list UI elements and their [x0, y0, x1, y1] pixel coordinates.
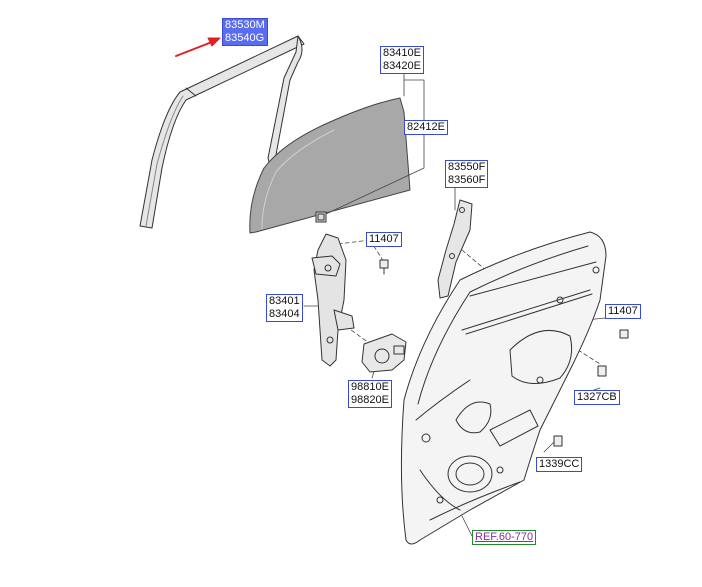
callout-sash-line2: 83560F	[448, 174, 486, 186]
callout-regulator-line1: 83401	[269, 295, 300, 307]
window-glass	[249, 97, 411, 234]
callout-run-channel-line2: 83540G	[225, 32, 265, 44]
callout-bolt-a-line: 11407	[369, 233, 399, 245]
door-inner-panel	[400, 231, 607, 545]
callout-glass[interactable]: 83410E 83420E	[380, 46, 424, 74]
regulator-motor	[361, 333, 407, 373]
callout-bolt-a[interactable]: 11407	[366, 232, 402, 247]
door-run-channel	[139, 35, 305, 229]
bolt-upper	[379, 259, 389, 275]
callout-bolt-b-line: 11407	[608, 305, 638, 317]
callout-glass-line1: 83410E	[383, 47, 421, 59]
callout-reference-line: REF.60-770	[475, 531, 534, 543]
callout-regulator[interactable]: 83401 83404	[266, 294, 303, 322]
callout-bolt-b[interactable]: 11407	[605, 304, 641, 319]
clip-lower	[553, 435, 563, 447]
callout-regulator-line2: 83404	[269, 308, 300, 320]
callout-clip-b-line: 1339CC	[539, 458, 580, 470]
callout-run-channel[interactable]: 83530M 83540G	[222, 18, 268, 46]
callout-clip-a-line: 1327CB	[577, 391, 617, 403]
callout-reference-link[interactable]: REF.60-770	[472, 530, 537, 545]
callout-clip-a[interactable]: 1327CB	[574, 390, 620, 405]
callout-glass-line2: 83420E	[383, 60, 421, 72]
callout-clip-b[interactable]: 1339CC	[536, 457, 583, 472]
window-regulator	[311, 233, 355, 367]
callout-run-channel-line1: 83530M	[225, 19, 265, 31]
callout-motor-line2: 98820E	[351, 394, 389, 406]
bolt-right	[619, 329, 629, 339]
highlight-arrow-icon	[175, 37, 221, 57]
callout-motor[interactable]: 98810E 98820E	[348, 380, 392, 408]
callout-sash-line1: 83550F	[448, 161, 486, 173]
callout-motor-line1: 98810E	[351, 381, 389, 393]
glass-clip	[315, 211, 327, 223]
callout-glass-clip[interactable]: 82412E	[404, 120, 448, 135]
sash-bracket	[437, 199, 473, 299]
callout-glass-clip-line: 82412E	[407, 121, 445, 133]
callout-sash[interactable]: 83550F 83560F	[445, 160, 489, 188]
clip-upper	[597, 365, 607, 377]
